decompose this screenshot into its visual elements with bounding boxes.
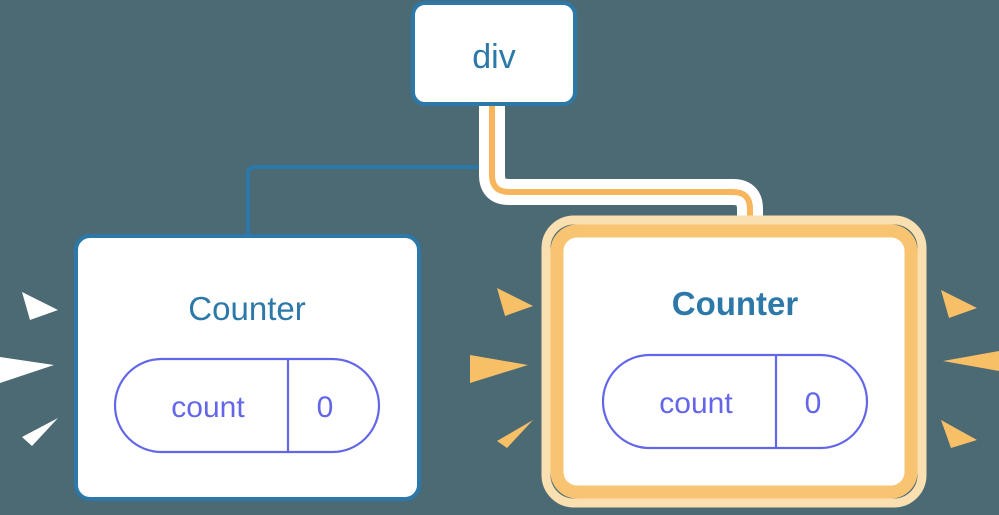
left-counter-prop-pill: count 0 [113, 357, 381, 454]
left-pill-outline [113, 357, 381, 454]
right-pill-prop-value: 0 [805, 387, 822, 420]
node-right-counter[interactable]: Counter count 0 [541, 215, 927, 508]
right-pill-prop-name: count [659, 387, 733, 420]
edge-line-blue [246, 104, 496, 240]
ray-orange-right-top [941, 290, 977, 318]
right-pill-outline [601, 353, 869, 450]
left-pill-prop-value: 0 [317, 391, 334, 424]
right-counter-prop-pill: count 0 [601, 353, 869, 450]
left-counter-title: Counter [188, 290, 305, 327]
node-left-counter[interactable]: Counter count 0 [74, 234, 421, 501]
ray-orange-right-bottom [941, 420, 977, 448]
burst-left-counter-white [0, 292, 58, 446]
ray-orange-mid-top [497, 288, 533, 316]
ray-orange-mid-bottom [497, 420, 533, 448]
node-root-div[interactable]: div [411, 1, 577, 106]
burst-right-counter-left-orange [470, 288, 533, 448]
ray-orange-mid-middle [470, 355, 528, 383]
ray-white-middle [0, 357, 54, 383]
ray-white-bottom [22, 418, 58, 446]
edge-root-to-right-counter [479, 104, 763, 240]
burst-right-counter-right-orange [941, 290, 999, 448]
left-pill-prop-name: count [171, 391, 245, 424]
edge-line-orange [489, 104, 753, 240]
ray-orange-right-middle [943, 351, 999, 371]
right-counter-highlight-outer-ring [541, 215, 927, 508]
root-node-box [411, 1, 577, 106]
ray-white-top [22, 292, 58, 320]
right-counter-title: Counter [672, 285, 799, 322]
root-node-label: div [472, 38, 515, 76]
edge-root-to-left-counter [246, 104, 496, 240]
